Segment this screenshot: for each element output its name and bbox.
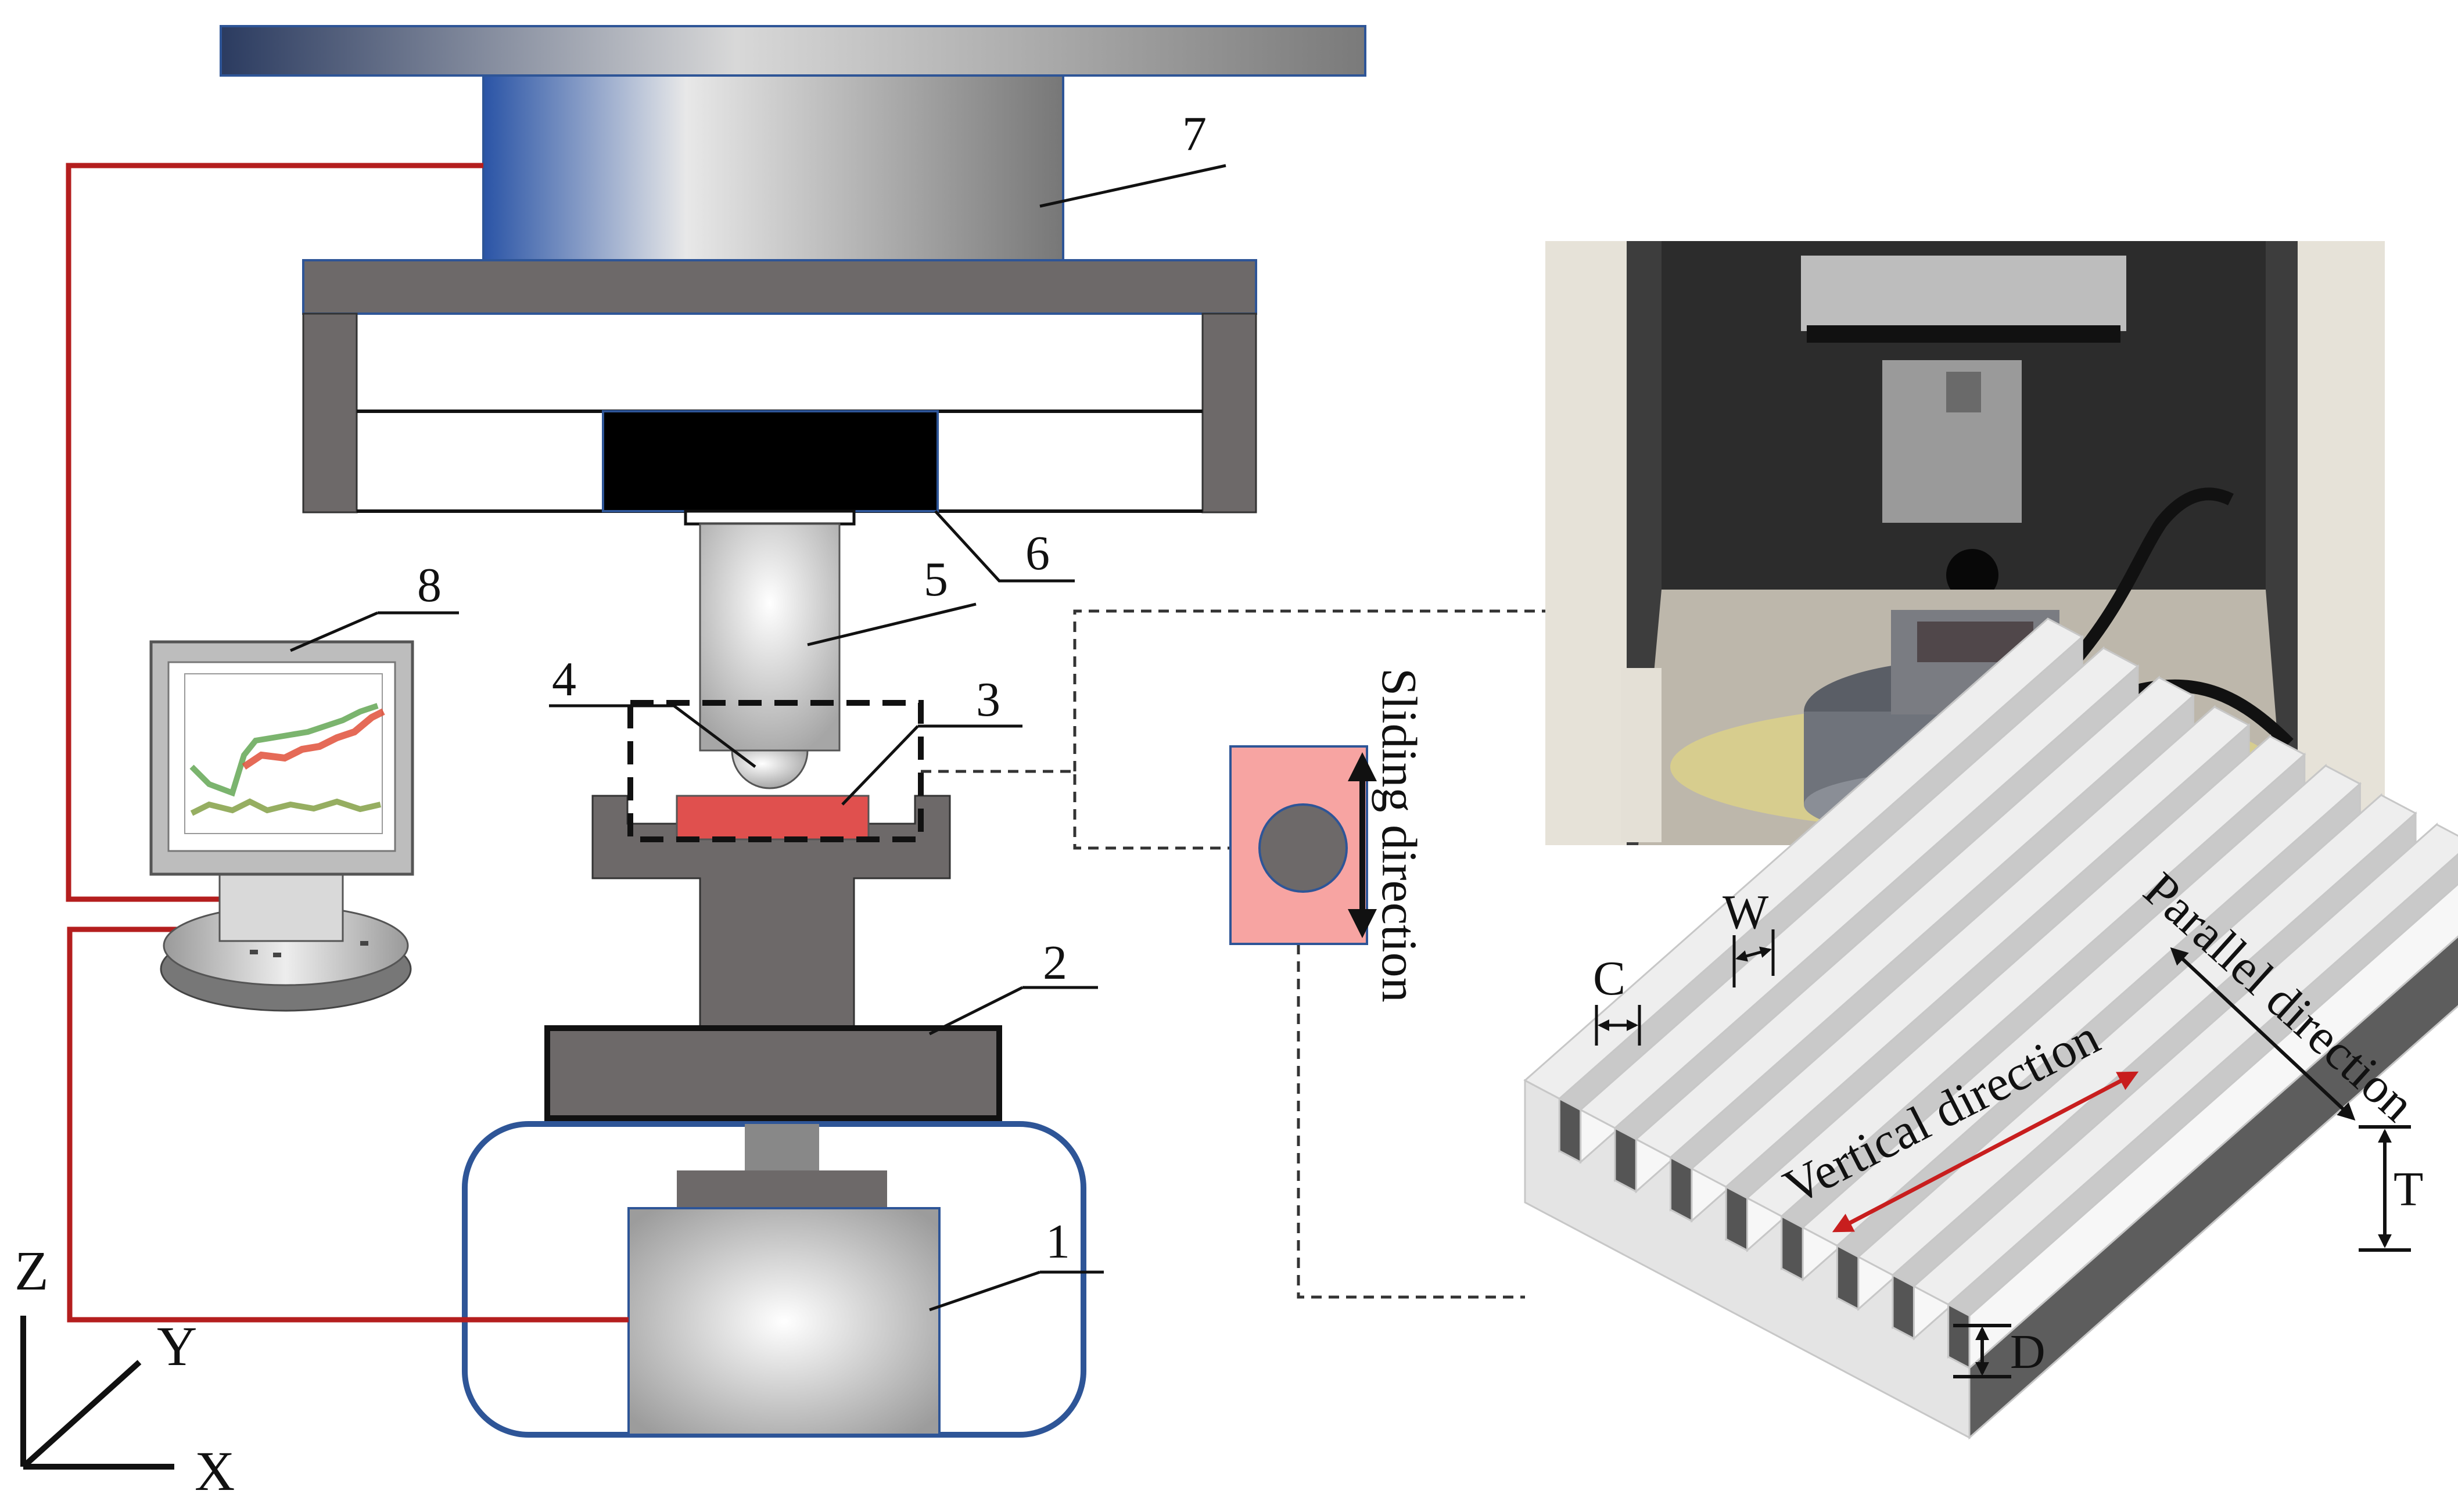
label-5: 5 [924, 552, 948, 606]
dim-c-label: C [1593, 951, 1625, 1005]
leader-2 [928, 986, 1024, 1036]
cable-actuator [66, 163, 483, 902]
dim-w-label: W [1723, 885, 1769, 939]
upper-frame-beam [302, 259, 1257, 315]
pin-contact-circle [1258, 803, 1348, 893]
sliding-direction-label: Sliding direction [1372, 668, 1427, 1003]
axis-y-label: Y [157, 1315, 197, 1377]
groove-front-notch [1670, 1156, 1693, 1223]
label-7: 7 [1182, 107, 1207, 161]
upper-frame-right-leg [1201, 313, 1257, 513]
connector-to-photo [1073, 609, 1545, 771]
dim-d-label: D [2010, 1325, 2046, 1379]
label-4: 4 [552, 652, 576, 706]
label-1: 1 [1046, 1215, 1070, 1269]
axis-y [21, 1360, 142, 1469]
leader-8 [290, 611, 378, 652]
label-2: 2 [1043, 936, 1067, 990]
top-plate [220, 25, 1366, 77]
leader-6 [934, 510, 1075, 583]
leader-7 [1039, 164, 1226, 208]
monitor-icon [149, 640, 414, 1012]
leader-5 [807, 602, 977, 647]
leader-1 [929, 1270, 1040, 1312]
dim-w-arrow [1735, 946, 1772, 962]
axis-z-label: Z [15, 1240, 49, 1302]
groove-front-notch [1947, 1303, 1971, 1370]
motor-flange [677, 1170, 887, 1208]
vertical-direction-arrow [1832, 1071, 2139, 1233]
cable-motor [67, 926, 629, 1323]
label-6: 6 [1025, 526, 1050, 580]
ball-holder [699, 523, 841, 752]
contact-zoom-box [627, 700, 924, 842]
label-3: 3 [976, 673, 1000, 727]
groove-front-notch [1558, 1097, 1582, 1164]
groove-front-notch [1781, 1215, 1804, 1281]
motor-shaft [745, 1124, 819, 1170]
connector-box-to-pin [921, 770, 1230, 850]
label-8: 8 [417, 558, 442, 612]
leader-3 [841, 725, 919, 806]
connector-pin-to-surface [1297, 944, 1525, 1299]
parallel-direction-arrow [2170, 947, 2356, 1121]
specimen [676, 795, 870, 841]
groove-front-notch [1725, 1185, 1748, 1252]
groove-front-notch [1836, 1244, 1860, 1311]
leader-4 [673, 705, 756, 768]
dim-t-label: T [2394, 1162, 2423, 1216]
axis-x-label: X [195, 1440, 235, 1502]
load-actuator [482, 74, 1064, 261]
sensor-mount [684, 509, 856, 526]
test-ball [731, 749, 809, 789]
upper-frame-left-leg [302, 313, 358, 513]
moving-platform [544, 1025, 1002, 1121]
groove-front-notch [1614, 1126, 1637, 1193]
force-sensor [602, 410, 939, 512]
groove-front-notch [1892, 1273, 1915, 1340]
motor [627, 1207, 941, 1436]
